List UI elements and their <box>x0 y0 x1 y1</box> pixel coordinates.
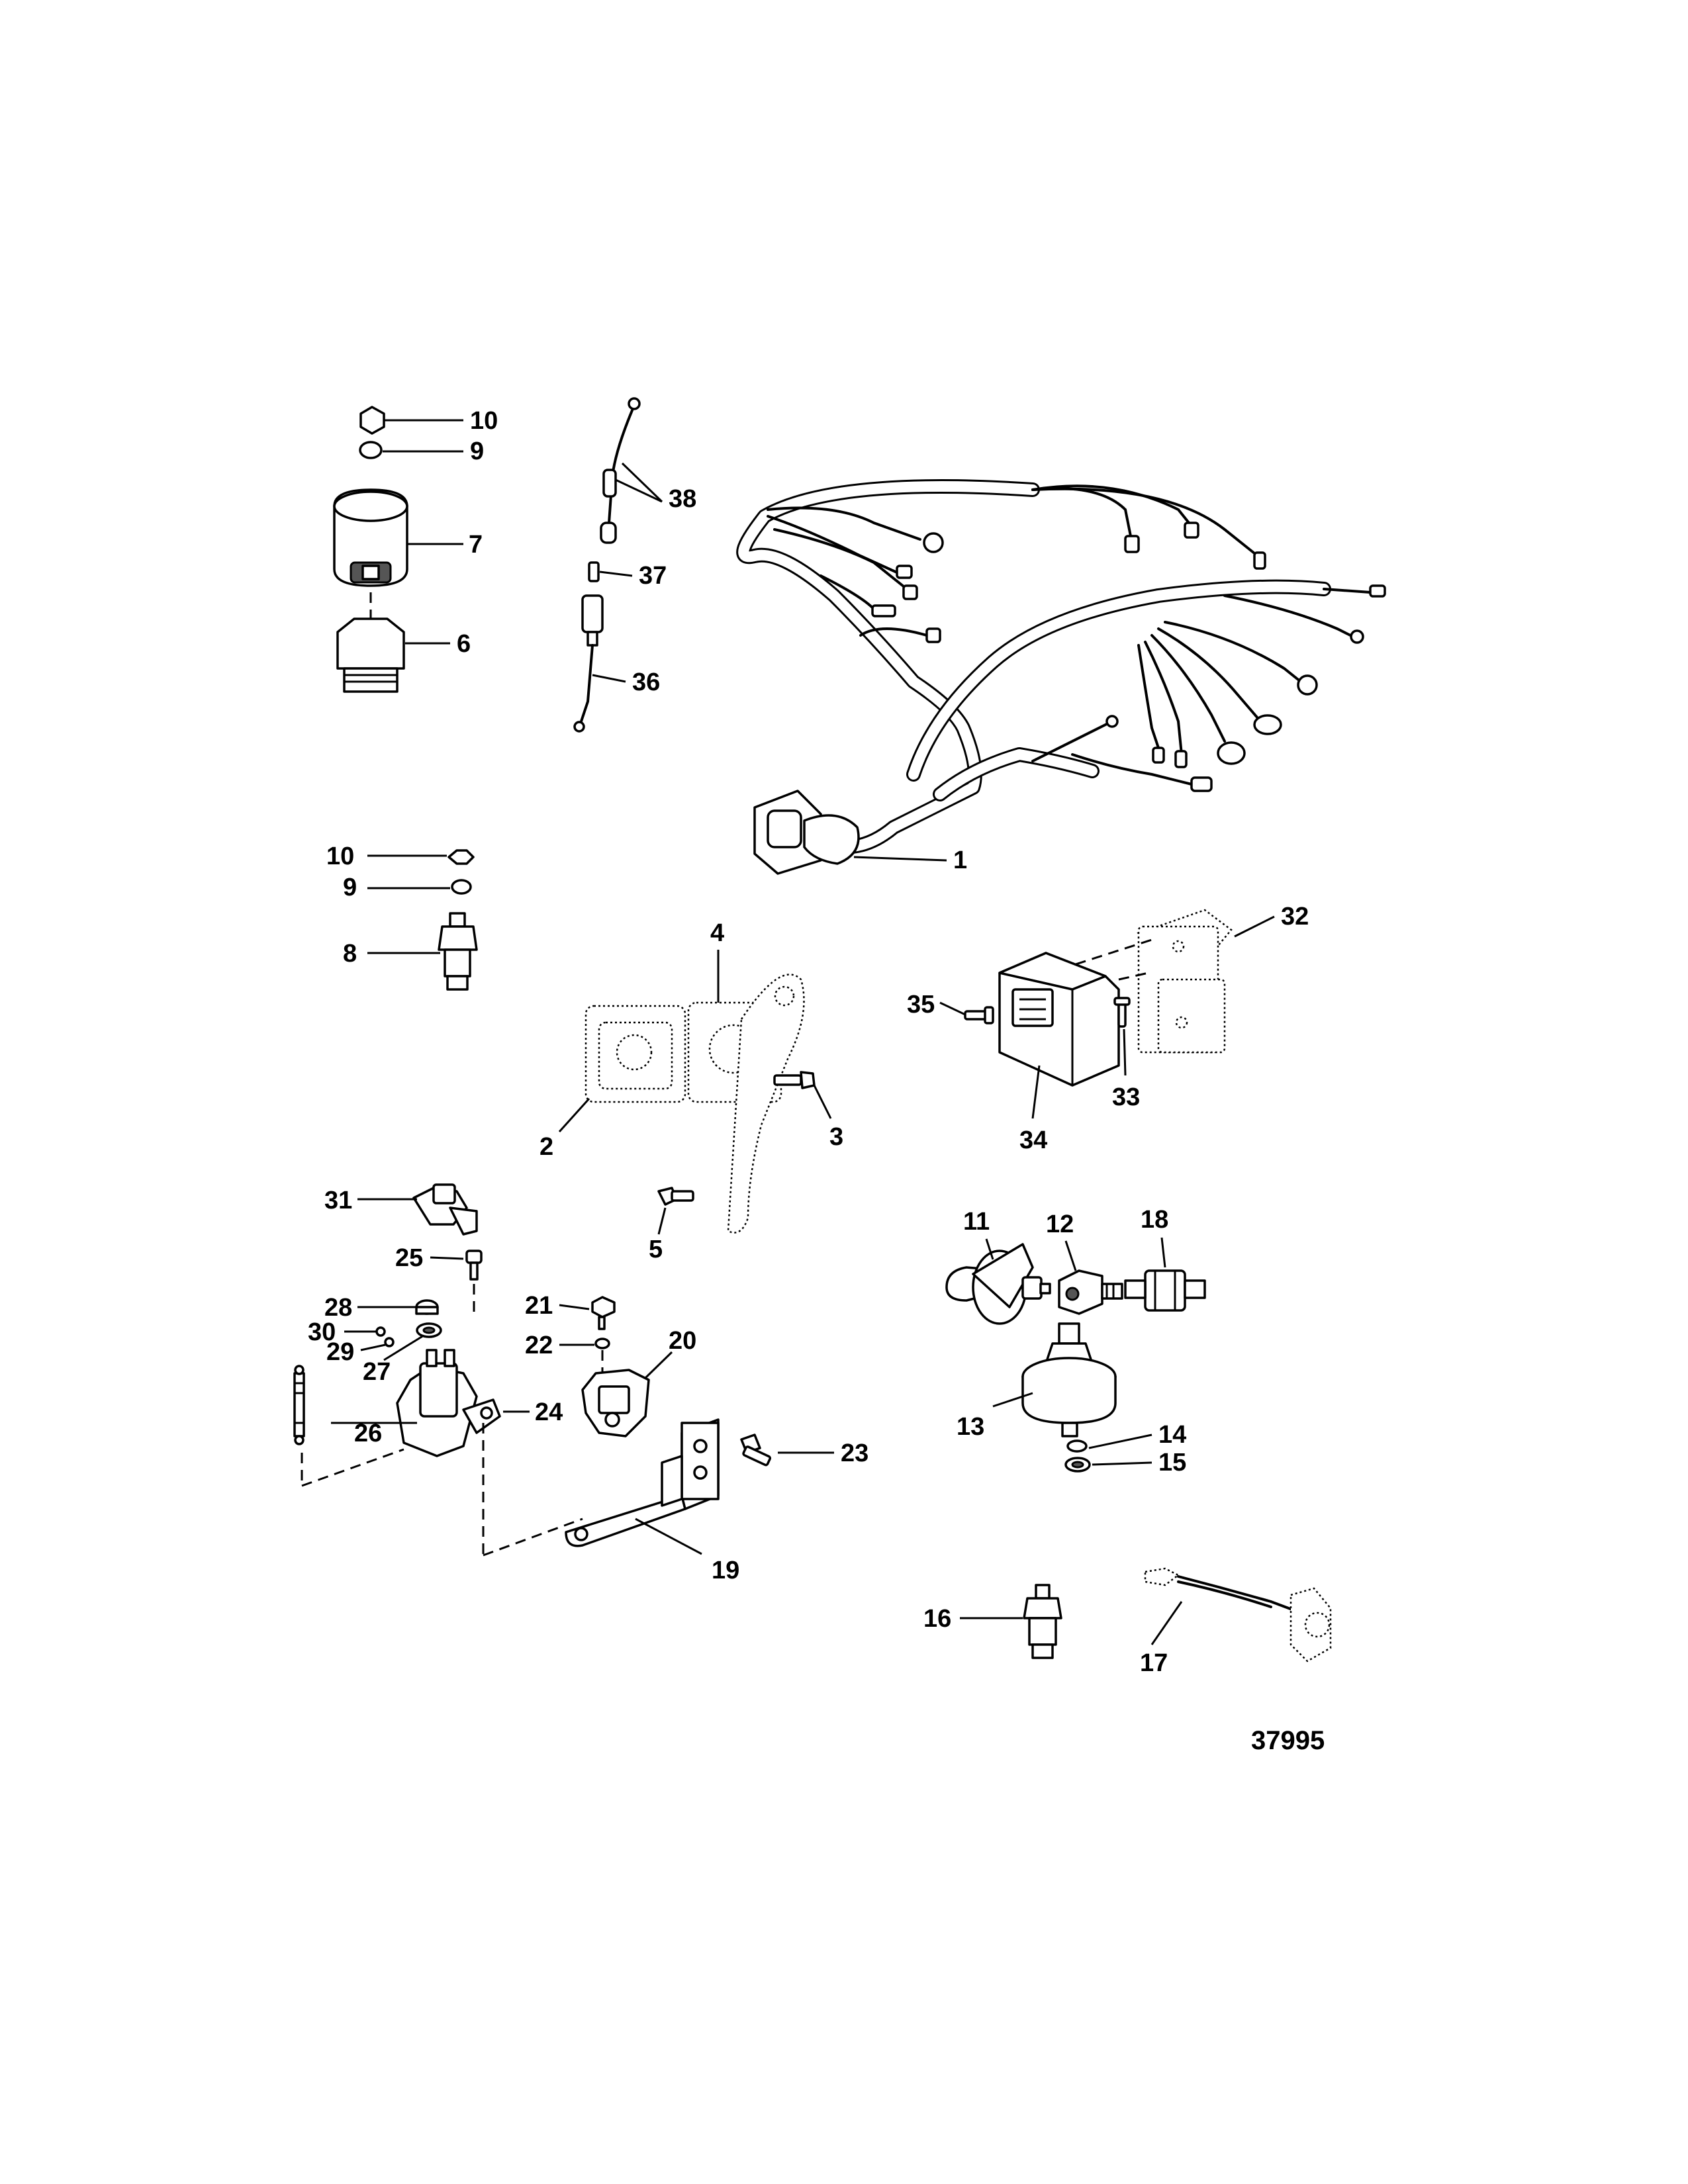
part-17-sensor-harness <box>1144 1567 1332 1662</box>
callout-35: 35 <box>907 991 935 1019</box>
part-4-flange-bracket <box>687 974 805 1234</box>
callout-2: 2 <box>539 1133 553 1161</box>
part-30-nut <box>375 1326 386 1337</box>
part-2-gasket <box>585 1005 686 1103</box>
part-14-washer <box>1066 1439 1088 1453</box>
part-24-solenoid <box>396 1349 501 1457</box>
part-18-hex-coupling <box>1124 1269 1206 1312</box>
part-27-washer <box>416 1322 442 1338</box>
callout-21: 21 <box>525 1292 553 1320</box>
callout-7: 7 <box>469 531 483 559</box>
part-20-relay <box>581 1369 650 1437</box>
part-16-sender <box>1023 1584 1062 1659</box>
callout-14: 14 <box>1158 1421 1186 1449</box>
callout-38: 38 <box>669 485 696 513</box>
callout-26: 26 <box>354 1420 382 1447</box>
part-21-screw <box>591 1296 616 1330</box>
callout-9-middle: 9 <box>343 874 357 901</box>
callout-30: 30 <box>308 1318 336 1346</box>
part-33-screw <box>1113 997 1131 1028</box>
callout-4: 4 <box>710 919 724 947</box>
callout-32: 32 <box>1281 903 1309 931</box>
part-12-tee-fitting <box>1058 1269 1123 1315</box>
callout-25: 25 <box>395 1244 423 1272</box>
part-13-pressure-sender <box>1021 1322 1117 1437</box>
callout-31: 31 <box>324 1187 352 1214</box>
callout-34: 34 <box>1019 1126 1047 1154</box>
callout-17: 17 <box>1140 1649 1168 1677</box>
part-7-oil-pressure-sender <box>333 488 408 587</box>
part-3-bolt <box>773 1071 816 1089</box>
part-15-nut <box>1064 1457 1091 1473</box>
part-37-terminal <box>588 561 600 582</box>
callout-37: 37 <box>639 562 667 590</box>
callout-9-top: 9 <box>470 437 484 465</box>
part-19-mounting-bracket <box>565 1418 720 1547</box>
figure-id: 37995 <box>1251 1726 1325 1755</box>
part-29-washer <box>384 1337 395 1347</box>
part-11-pressure-switch <box>945 1243 1051 1325</box>
part-6-adapter-fitting <box>336 617 405 693</box>
callout-20: 20 <box>669 1327 696 1355</box>
part-9-washer-top <box>359 441 383 459</box>
callout-12: 12 <box>1046 1210 1074 1238</box>
callout-28: 28 <box>324 1294 352 1322</box>
part-1-wiring-harness <box>736 479 1386 875</box>
part-36-sensor-lead <box>573 594 604 733</box>
callout-8: 8 <box>343 940 357 968</box>
part-22-washer <box>594 1338 610 1349</box>
part-31-clip <box>412 1183 478 1236</box>
callout-11: 11 <box>963 1208 990 1236</box>
part-26-stud <box>293 1365 305 1445</box>
callout-6: 6 <box>457 630 471 658</box>
callout-24: 24 <box>535 1398 563 1426</box>
callout-10-top: 10 <box>470 407 498 435</box>
part-23-bolt <box>740 1433 772 1467</box>
callout-10-middle: 10 <box>326 842 354 870</box>
part-35-screw <box>964 1006 994 1024</box>
callout-5: 5 <box>649 1236 663 1263</box>
part-8-temperature-sender <box>438 912 478 991</box>
callout-3: 3 <box>829 1123 843 1151</box>
part-32-mounting-bracket <box>1137 909 1233 1054</box>
part-9-washer-middle <box>451 879 472 895</box>
part-34-voltage-regulator <box>998 952 1120 1087</box>
callout-27: 27 <box>363 1358 391 1386</box>
callout-13: 13 <box>957 1413 984 1441</box>
part-10-nut-top <box>359 406 385 435</box>
part-25-screw <box>465 1250 483 1281</box>
part-10-nut-middle <box>447 849 475 865</box>
callout-33: 33 <box>1112 1083 1140 1111</box>
callout-29: 29 <box>326 1338 354 1366</box>
callout-36: 36 <box>632 668 660 696</box>
callout-16: 16 <box>923 1605 951 1633</box>
callout-23: 23 <box>841 1439 868 1467</box>
part-28-nut <box>415 1299 439 1315</box>
callout-1: 1 <box>953 846 967 874</box>
part-38-lead-wire <box>600 397 641 544</box>
callout-18: 18 <box>1141 1206 1168 1234</box>
part-5-bolt <box>657 1187 694 1206</box>
callout-15: 15 <box>1158 1449 1186 1477</box>
callout-19: 19 <box>712 1557 739 1584</box>
callout-22: 22 <box>525 1332 553 1359</box>
